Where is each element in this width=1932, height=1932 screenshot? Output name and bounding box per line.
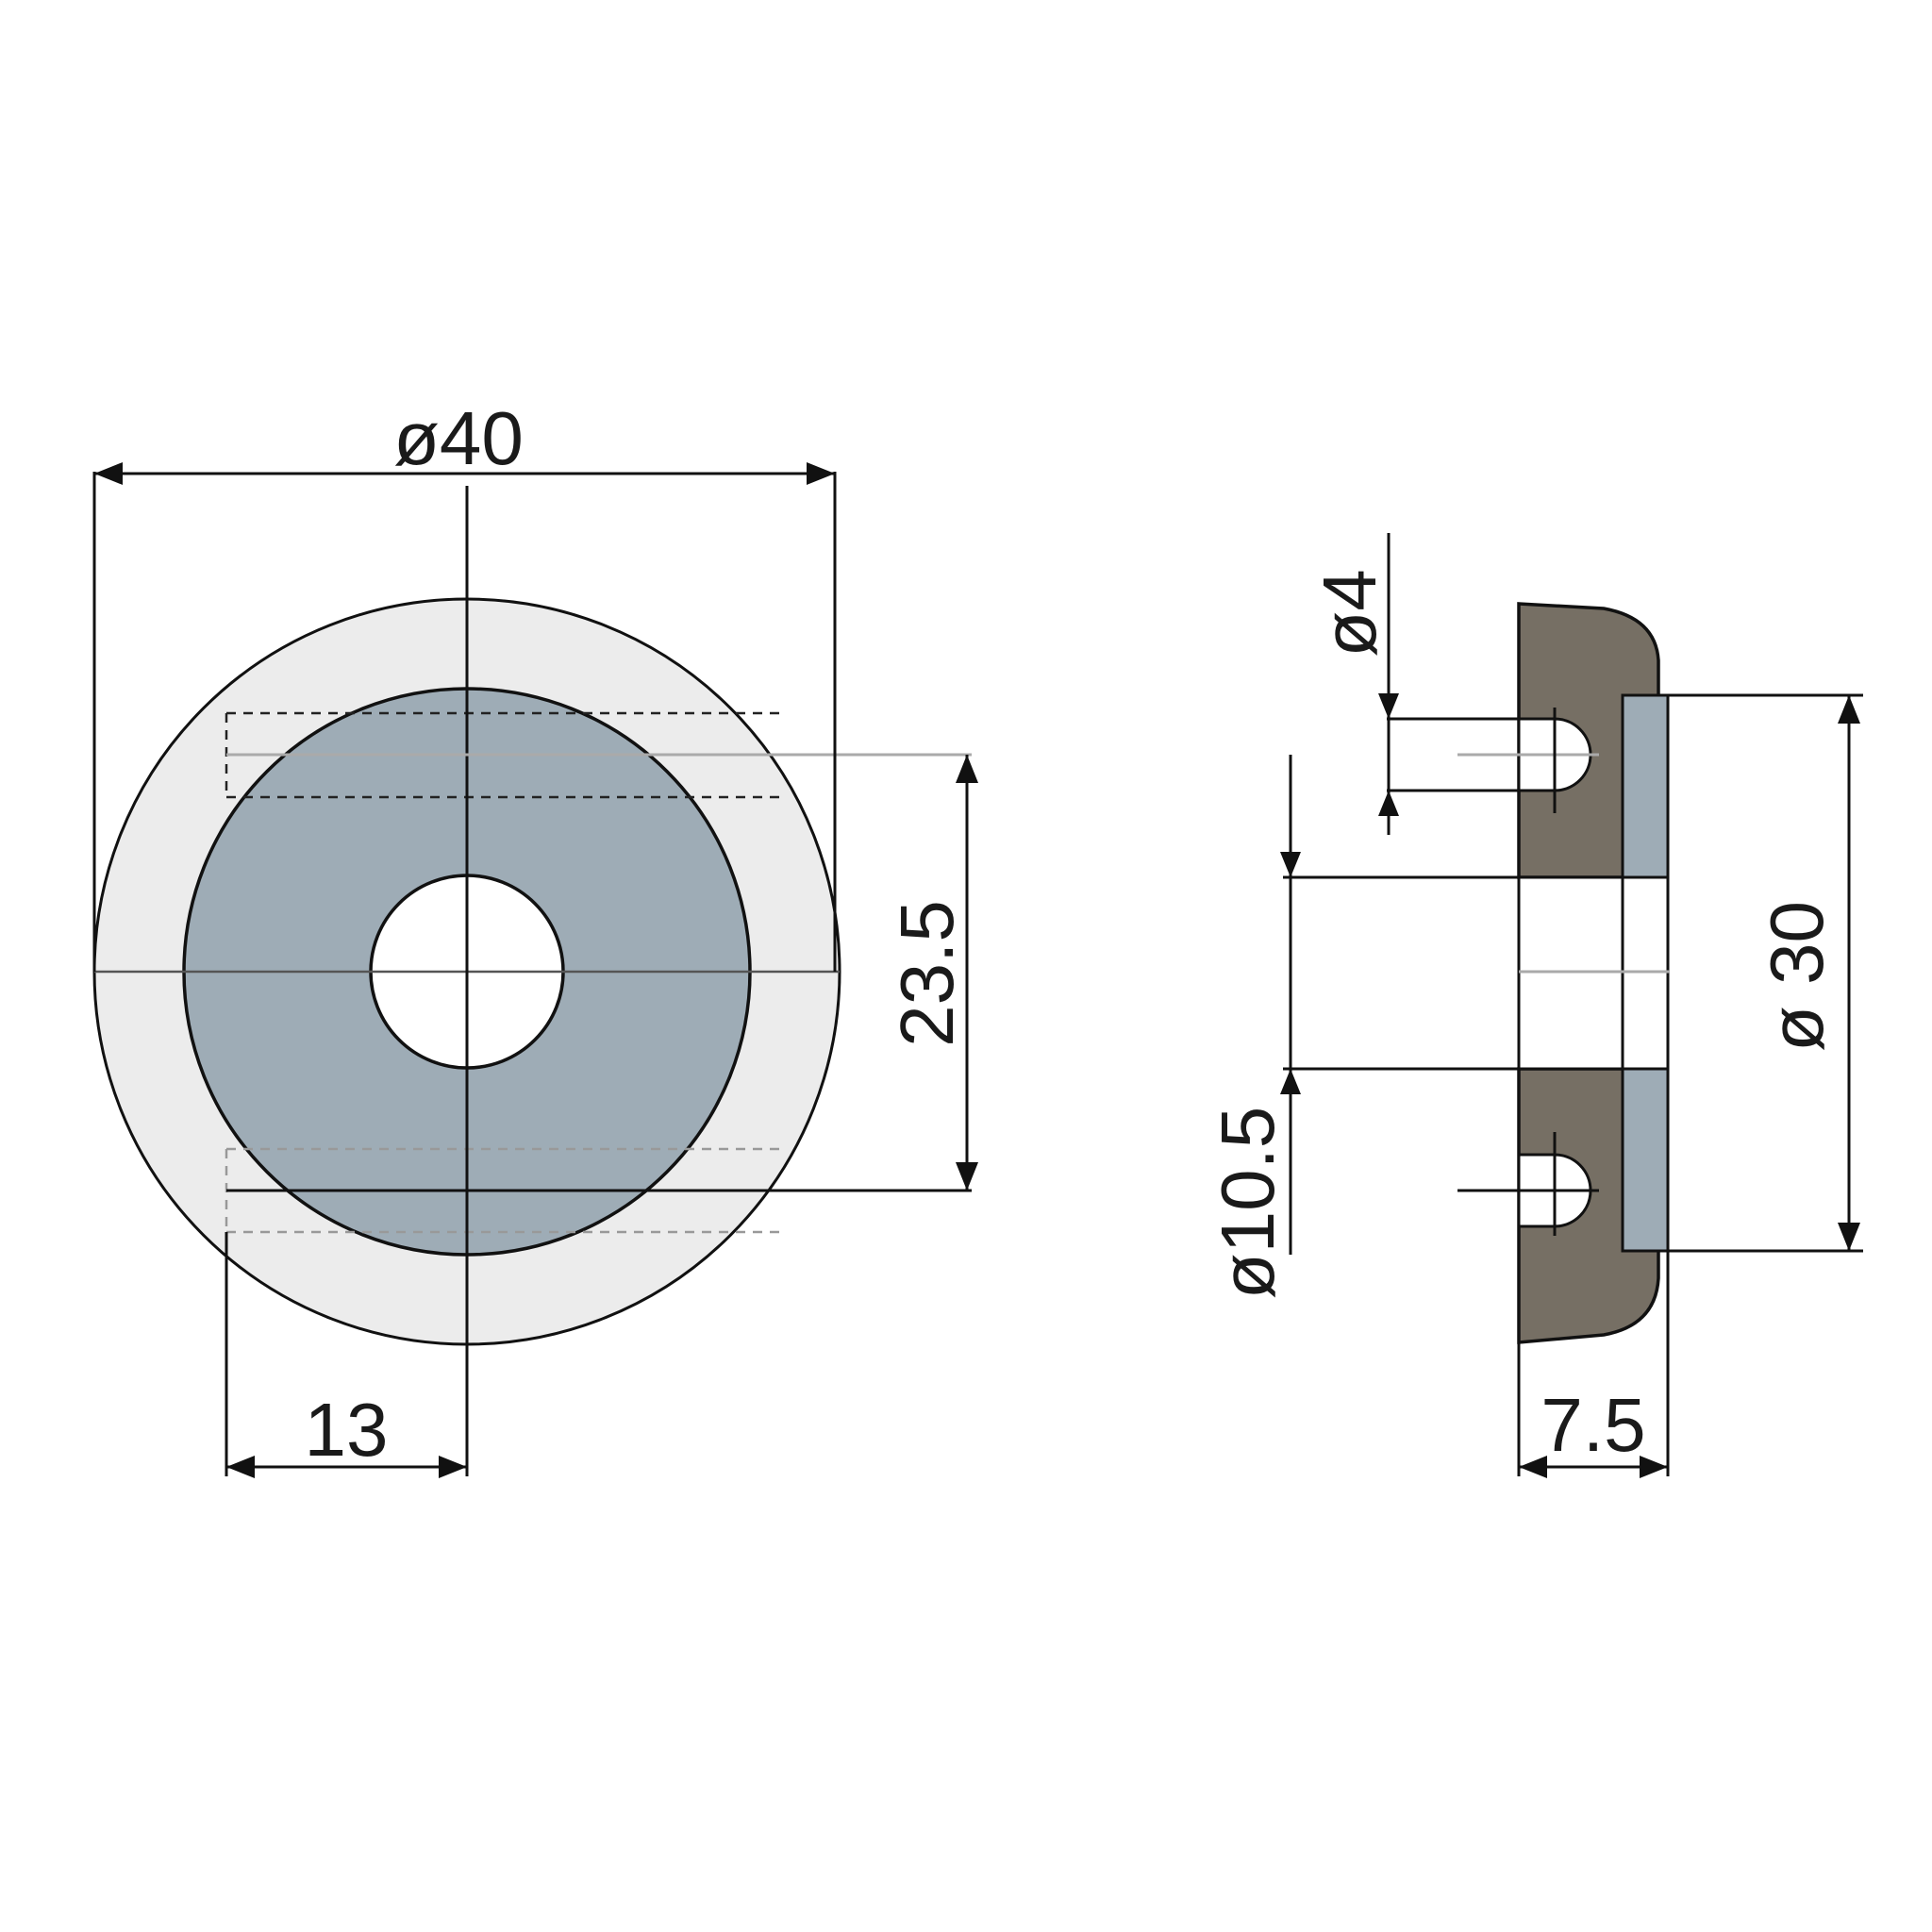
dim-bore-diameter-label: ø10.5 [1206,1107,1290,1300]
dim-hole-diameter: ø4 [1307,533,1519,835]
pad-section-bottom [1621,1067,1670,1253]
dim-outer-diameter-label: ø40 [393,396,524,480]
dim-thickness: 7.5 [1517,1251,1670,1478]
dim-hole-spacing: 23.5 [885,755,978,1191]
pad-section-top [1621,693,1670,879]
dim-hole-offset: 13 [225,1232,467,1478]
dim-thickness-label: 7.5 [1541,1383,1645,1467]
dim-pad-diameter: ø 30 [1668,693,1863,1253]
side-view: ø4 ø10.5 ø 30 7.5 [1206,533,1863,1478]
dim-bore-diameter: ø10.5 [1206,755,1519,1299]
dim-hole-diameter-label: ø4 [1307,569,1391,657]
dim-outer-diameter: ø40 [92,396,837,972]
dim-hole-offset-label: 13 [305,1388,389,1472]
dim-hole-spacing-label: 23.5 [885,900,969,1047]
dim-pad-diameter-label: ø 30 [1755,901,1839,1052]
front-view: ø40 23.5 13 [92,396,978,1478]
